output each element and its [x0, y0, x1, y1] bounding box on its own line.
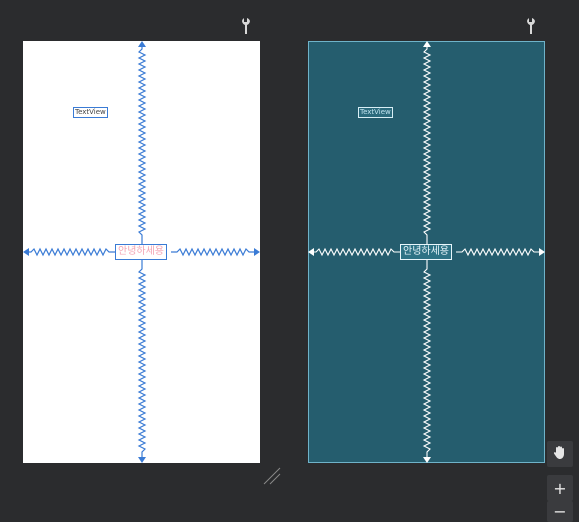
center-textview-widget[interactable]: 안녕하세용 [115, 244, 167, 260]
pan-tool-button[interactable] [547, 441, 573, 467]
zoom-out-button[interactable]: − [547, 501, 573, 522]
design-constraints [23, 41, 260, 463]
hand-icon [552, 444, 568, 464]
textview-widget-blueprint[interactable]: TextView [358, 107, 393, 118]
center-textview-widget-blueprint[interactable]: 안녕하세용 [400, 244, 452, 260]
zoom-in-button[interactable]: + [547, 475, 573, 501]
design-settings-wrench-icon[interactable] [241, 17, 255, 35]
blueprint-surface[interactable]: TextView 안녕하세용 [308, 41, 545, 463]
blueprint-constraints [308, 41, 545, 463]
textview-widget[interactable]: TextView [73, 107, 108, 118]
design-surface[interactable]: TextView 안녕하세용 [23, 41, 260, 463]
blueprint-settings-wrench-icon[interactable] [526, 17, 540, 35]
resize-handle-icon[interactable] [262, 466, 282, 486]
